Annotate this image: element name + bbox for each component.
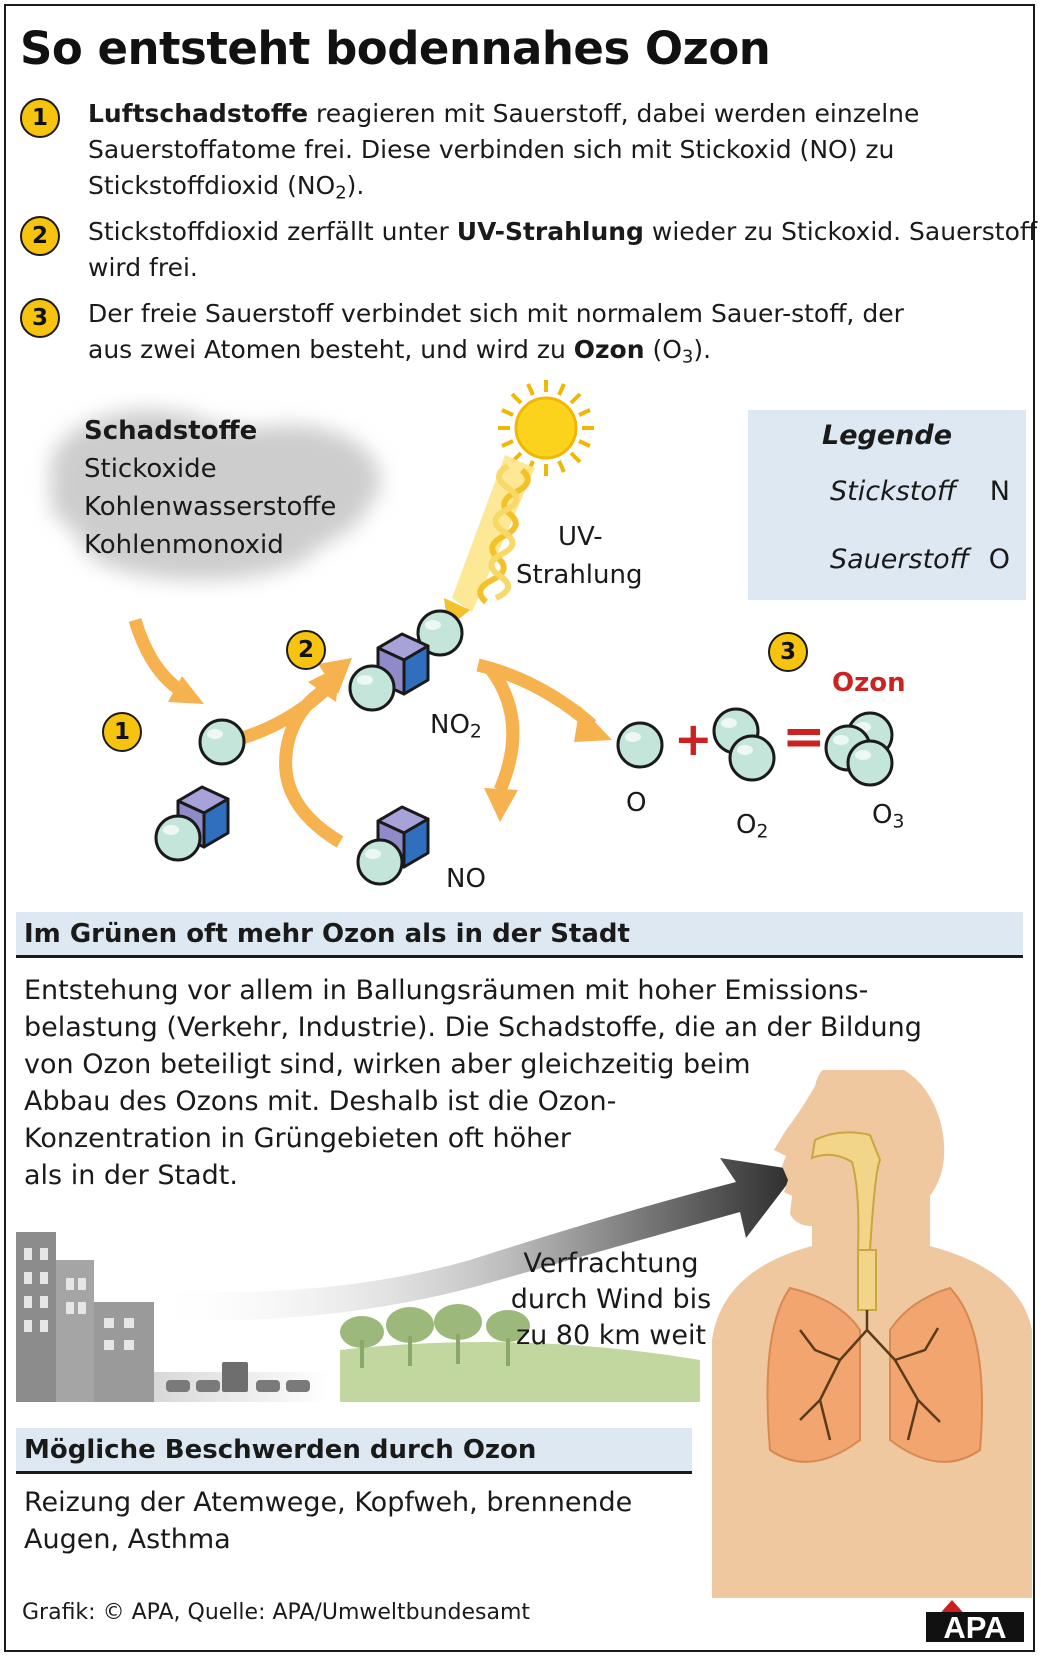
step-3-sub: 3	[681, 346, 694, 368]
text-line: von Ozon beteiligt sind, wirken aber gle…	[24, 1049, 751, 1080]
trees-icon	[340, 1304, 700, 1402]
legend-oxygen-symbol: O	[988, 544, 1010, 575]
wind-arrow	[150, 1158, 798, 1321]
legend-panel: Legende Stickstoff N Sauerstoff O	[748, 410, 1026, 600]
pollutant-title: Schadstoffe	[84, 416, 258, 446]
section-heading-complaints: Mögliche Beschwerden durch Ozon	[16, 1428, 692, 1474]
step-1-end: ).	[346, 171, 365, 200]
step-1-badge: 1	[20, 98, 60, 138]
page-frame	[4, 4, 1035, 1652]
step-3-badge: 3	[20, 298, 60, 338]
arrow-no2-to-no	[484, 664, 520, 793]
step-1-text: Luftschadstoffe reagieren mit Sauerstoff…	[88, 96, 1038, 212]
no2-label: NO2	[430, 708, 482, 750]
text-line: als in der Stadt.	[24, 1160, 238, 1191]
no-label: NO	[446, 864, 486, 894]
o-label: O	[626, 788, 647, 818]
free-oxygen-atom	[198, 718, 246, 766]
ozone-transport-illustration	[16, 1070, 1032, 1598]
apa-logo-text: APA	[943, 1610, 1006, 1644]
uv-label-line2: Strahlung	[516, 560, 643, 590]
step-1-body: reagieren mit Sauerstoff, dabei werden e…	[88, 99, 920, 200]
step-1-keyword: Luftschadstoffe	[88, 99, 309, 128]
pollutant-cloud	[50, 410, 380, 580]
o2-label-text: O	[736, 810, 757, 840]
wind-transport-text: Verfrachtung durch Wind bis zu 80 km wei…	[496, 1246, 726, 1354]
arrow-no-to-no2-left	[279, 684, 344, 848]
uv-ray	[444, 455, 535, 628]
uv-label-line1: UV-	[558, 522, 603, 552]
text-line: Konzentration in Grüngebieten oft höher	[24, 1123, 571, 1154]
equals-sign: =	[782, 707, 826, 767]
step-2-end: wieder zu Stickoxid. Sauerstoff wird fre…	[88, 217, 1038, 282]
step-2-badge: 2	[20, 216, 60, 256]
legend-oxygen-label: Sauerstoff	[830, 544, 970, 575]
footer-credit: Grafik: © APA, Quelle: APA/Umweltbundesa…	[22, 1600, 530, 1625]
left-lung-icon	[766, 1286, 861, 1463]
text-line: Verfrachtung	[523, 1248, 699, 1279]
step-2-body: Stickstoffdioxid zerfällt unter	[88, 217, 457, 246]
text-line: Entstehung vor allem in Ballungsräumen m…	[24, 975, 869, 1006]
step-3-keyword: Ozon	[573, 335, 645, 364]
o3-label: O3	[872, 798, 904, 840]
arrow-no2-to-o	[476, 658, 597, 730]
human-body-icon	[712, 1070, 1032, 1598]
traffic-cars	[166, 1362, 310, 1392]
no-molecule-left	[154, 785, 230, 862]
step-2-text: Stickstoffdioxid zerfällt unter UV-Strah…	[88, 214, 1038, 286]
o3-molecule	[824, 711, 894, 787]
page-title: So entsteht bodennahes Ozon	[20, 22, 771, 75]
step-2-keyword: UV-Strahlung	[456, 217, 644, 246]
no2-label-text: NO	[430, 710, 470, 740]
text-line: Abbau des Ozons mit. Deshalb ist die Ozo…	[24, 1086, 617, 1117]
diagram-badge-1: 1	[102, 712, 142, 752]
text-line: Augen, Asthma	[24, 1524, 231, 1555]
step-3-end: ).	[693, 335, 712, 364]
step-3-body: Der freie Sauerstoff verbindet sich mit …	[88, 299, 904, 364]
pollutant-item: Kohlenmonoxid	[84, 530, 284, 560]
legend-nitrogen-symbol: N	[989, 476, 1010, 507]
arrow-pollutants-to-o	[128, 618, 184, 696]
no2-label-sub: 2	[469, 721, 482, 743]
pollutant-item: Stickoxide	[84, 454, 217, 484]
o2-molecule	[712, 707, 776, 782]
sun-icon	[498, 380, 594, 476]
diagram-badge-2: 2	[286, 630, 326, 670]
o2-label: O2	[736, 808, 768, 850]
o2-label-sub: 2	[756, 821, 769, 843]
no-molecule-bottom	[356, 805, 430, 886]
arrowheads	[168, 658, 612, 822]
pollutant-item: Kohlenwasserstoffe	[84, 492, 337, 522]
text-line: belastung (Verkehr, Industrie). Die Scha…	[24, 1012, 922, 1043]
no2-molecule	[348, 609, 464, 712]
plus-sign: +	[674, 712, 713, 766]
text-line: Reizung der Atemwege, Kopfweh, brennende	[24, 1487, 633, 1518]
text-line: zu 80 km weit	[515, 1320, 707, 1351]
section-complaints-text: Reizung der Atemwege, Kopfweh, brennende…	[24, 1484, 632, 1558]
reaction-arrows	[128, 618, 597, 848]
ozone-label: Ozon	[832, 668, 906, 698]
step-3-text: Der freie Sauerstoff verbindet sich mit …	[88, 296, 948, 376]
text-line: durch Wind bis	[510, 1284, 712, 1315]
reaction-diagram	[50, 380, 894, 886]
apa-logo: APA	[926, 1600, 1024, 1644]
diagram-badge-3: 3	[768, 632, 808, 672]
o-atom	[616, 721, 664, 769]
section-green-areas-text: Entstehung vor allem in Ballungsräumen m…	[24, 972, 922, 1194]
step-1-sub: 2	[335, 182, 347, 204]
o3-label-sub: 3	[892, 811, 905, 833]
step-3-mid: (O	[644, 335, 682, 364]
legend-nitrogen-label: Stickstoff	[830, 476, 957, 507]
pollutant-list: Schadstoffe Stickoxide Kohlenwasserstoff…	[84, 412, 336, 564]
section-heading-green-areas: Im Grünen oft mehr Ozon als in der Stadt	[16, 912, 1023, 958]
legend-title: Legende	[821, 420, 953, 451]
o3-label-text: O	[872, 800, 893, 830]
